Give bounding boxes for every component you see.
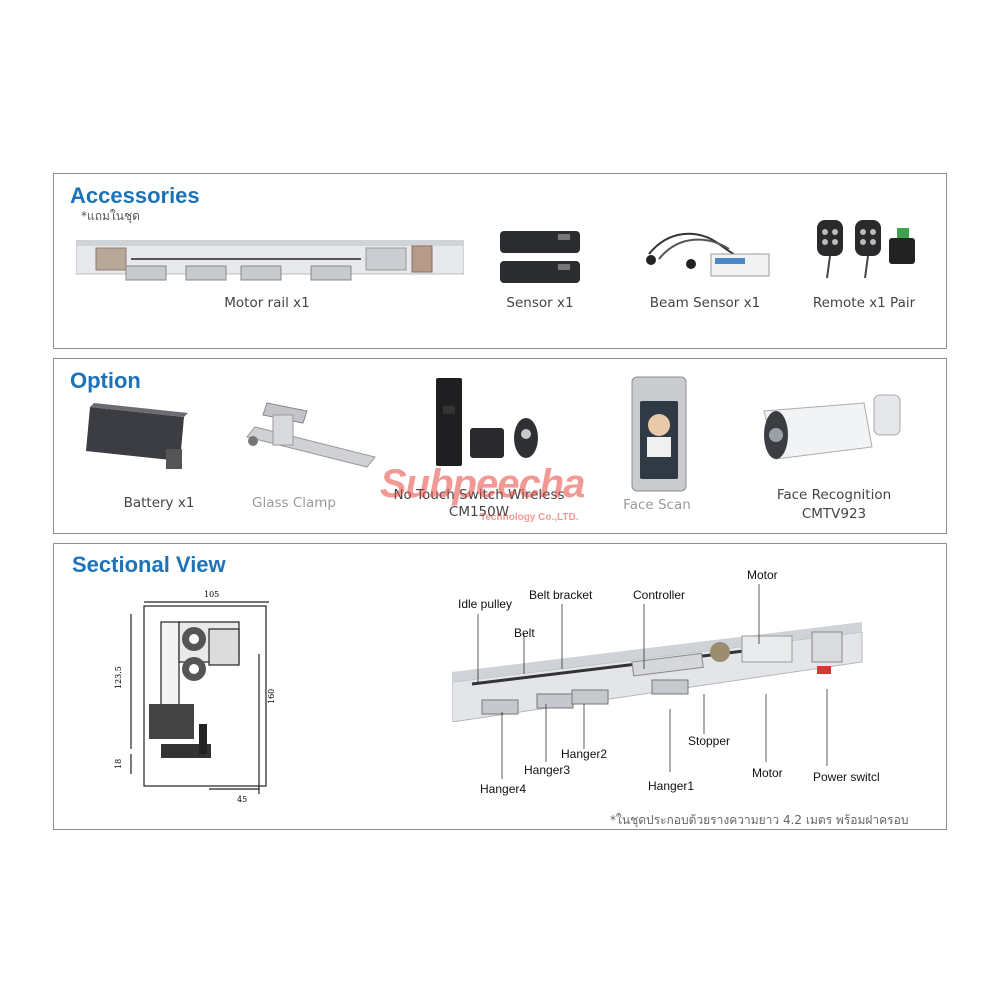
label-motor-top: Motor	[747, 568, 778, 582]
label-stopper: Stopper	[688, 734, 731, 748]
dim-bottom-left: 18	[114, 759, 123, 769]
label-controller: Controller	[633, 588, 686, 602]
face-recognition-model: CMTV923	[801, 506, 867, 522]
dim-width-top: 105	[204, 590, 219, 599]
face-scan-label: Face Scan	[623, 497, 691, 513]
label-belt-bracket: Belt bracket	[529, 588, 593, 602]
dim-bottom-width: 45	[237, 795, 247, 804]
remote-label: Remote x1 Pair	[812, 295, 916, 311]
sectional-panel: Sectional View 105 123.5 160 18 45	[53, 543, 947, 830]
label-belt: Belt	[514, 626, 535, 640]
option-title: Option	[70, 368, 141, 393]
sectional-title: Sectional View	[72, 552, 226, 577]
face-recognition-label: Face Recognition	[776, 487, 892, 503]
motor-rail-label: Motor rail x1	[224, 295, 310, 311]
option-panel: Option Battery x1 Glass Clamp No Touch S…	[53, 358, 947, 534]
accessories-note: *แถมในชุด	[81, 209, 140, 223]
face-scan-image	[631, 376, 687, 492]
sectional-footnote: *ในชุดประกอบด้วยรางความยาว 4.2 เมตร พร้อ…	[610, 813, 909, 827]
beam-sensor-image	[646, 232, 770, 277]
no-touch-switch-label: No Touch Switch Wireless	[393, 487, 565, 503]
glass-clamp-image	[246, 402, 376, 468]
battery-label: Battery x1	[123, 495, 195, 511]
motor-rail-image	[76, 240, 464, 281]
label-hanger2: Hanger2	[561, 747, 608, 761]
label-hanger3: Hanger3	[524, 763, 571, 777]
label-power-switch: Power switcl	[813, 770, 880, 784]
sensor-image	[500, 231, 580, 283]
glass-clamp-label: Glass Clamp	[251, 495, 336, 511]
dim-height-right: 160	[267, 689, 276, 704]
rail-assembly-drawing	[452, 622, 863, 722]
no-touch-switch-image	[436, 378, 538, 466]
dim-height-left: 123.5	[114, 666, 123, 689]
leader-lines	[477, 584, 828, 779]
sensor-label: Sensor x1	[506, 295, 574, 311]
remote-image	[817, 220, 915, 279]
label-motor-bottom: Motor	[752, 766, 783, 780]
battery-image	[86, 403, 188, 469]
no-touch-switch-model: CM150W	[448, 504, 510, 520]
sectional-drawing: 105 123.5 160 18 45	[114, 590, 276, 804]
accessories-title: Accessories	[70, 183, 200, 208]
label-idle-pulley: Idle pulley	[458, 597, 513, 611]
label-hanger1: Hanger1	[648, 779, 695, 793]
face-recognition-image	[763, 394, 901, 460]
label-hanger4: Hanger4	[480, 782, 527, 796]
accessories-panel: Accessories *แถมในชุด Motor rail x1 Sens…	[53, 173, 947, 349]
beam-sensor-label: Beam Sensor x1	[649, 295, 761, 311]
